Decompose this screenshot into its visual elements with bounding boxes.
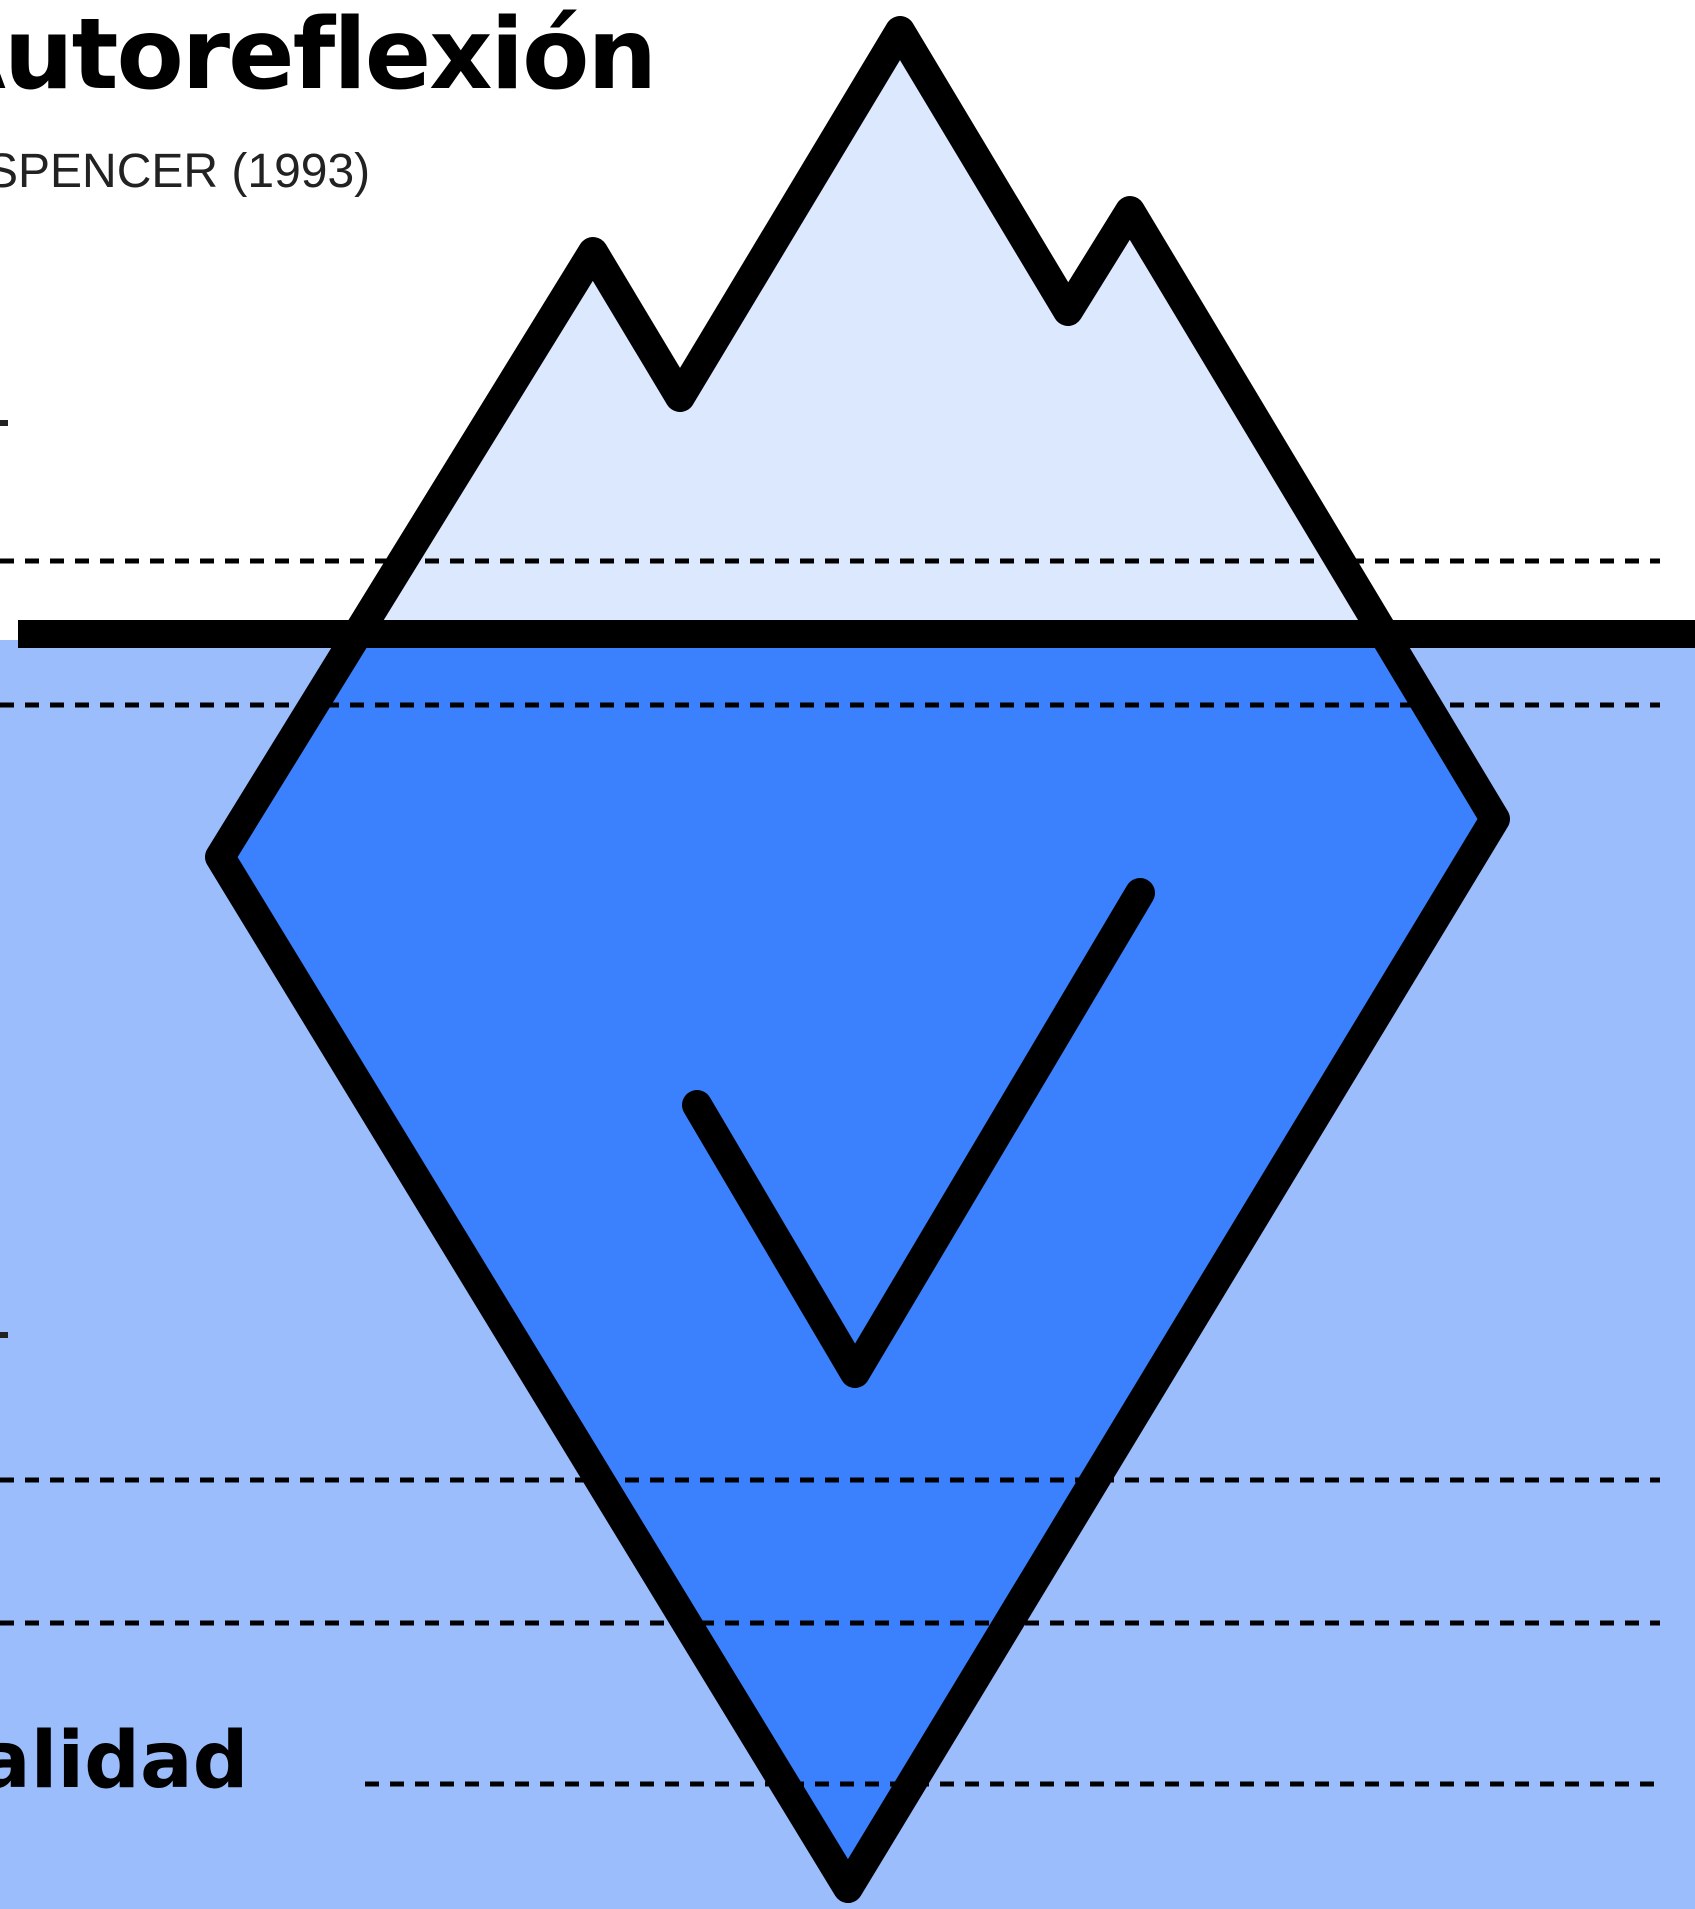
iceberg-submerged	[220, 634, 1495, 1888]
bottom-label: alidad	[0, 1722, 248, 1800]
iceberg-tip	[361, 31, 1388, 634]
